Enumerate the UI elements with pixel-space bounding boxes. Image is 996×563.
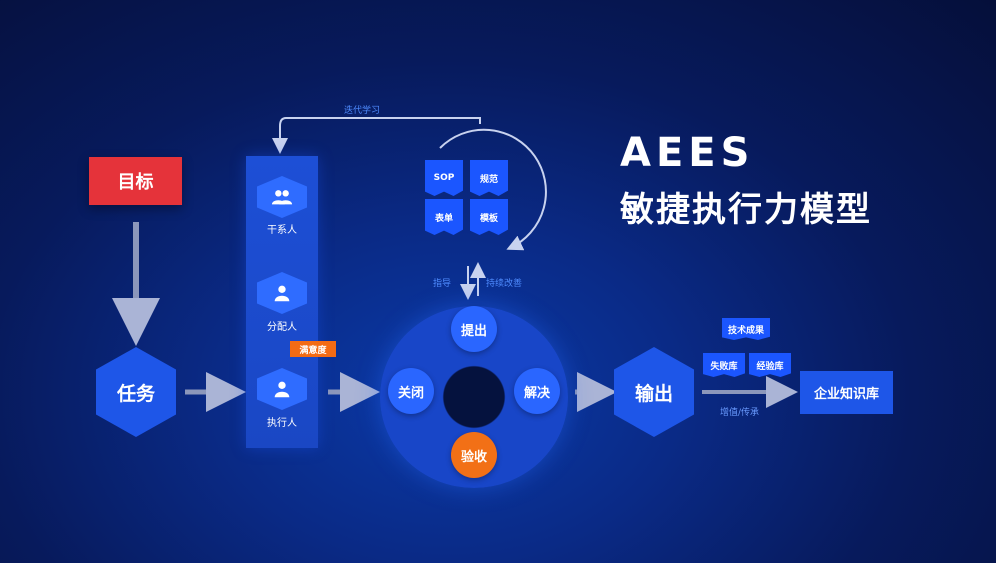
knowledge-base-box: 企业知识库 bbox=[800, 371, 893, 414]
cycle-node-propose: 提出 bbox=[451, 306, 497, 352]
page-title: AEES bbox=[620, 130, 755, 176]
experience-library-box: 经验库 bbox=[749, 353, 791, 377]
improve-label: 持续改善 bbox=[486, 279, 523, 289]
iteration-label: 迭代学习 bbox=[344, 106, 381, 116]
doc-template: 模板 bbox=[470, 199, 508, 235]
role-label-stakeholder: 干系人 bbox=[267, 225, 297, 236]
cycle-node-accept: 验收 bbox=[451, 432, 497, 478]
role-label-executor: 执行人 bbox=[267, 418, 297, 429]
group-icon bbox=[257, 176, 307, 218]
role-executor bbox=[257, 368, 307, 410]
person-icon bbox=[257, 272, 307, 314]
failure-library-box: 失败库 bbox=[703, 353, 745, 377]
cycle-node-close: 关闭 bbox=[388, 368, 434, 414]
doc-standard: 规范 bbox=[470, 160, 508, 196]
guide-label: 指导 bbox=[433, 279, 452, 289]
role-assigner bbox=[257, 272, 307, 314]
value-label: 增值/传承 bbox=[720, 408, 760, 418]
page-subtitle: 敏捷执行力模型 bbox=[620, 190, 872, 230]
role-stakeholder bbox=[257, 176, 307, 218]
tech-results-box: 技术成果 bbox=[722, 318, 770, 340]
doc-sop: SOP bbox=[425, 160, 463, 196]
goal-box: 目标 bbox=[89, 157, 182, 205]
role-label-assigner: 分配人 bbox=[267, 322, 297, 333]
doc-form: 表单 bbox=[425, 199, 463, 235]
satisfaction-badge: 满意度 bbox=[290, 341, 336, 357]
person-icon bbox=[257, 368, 307, 410]
cycle-node-solve: 解决 bbox=[514, 368, 560, 414]
